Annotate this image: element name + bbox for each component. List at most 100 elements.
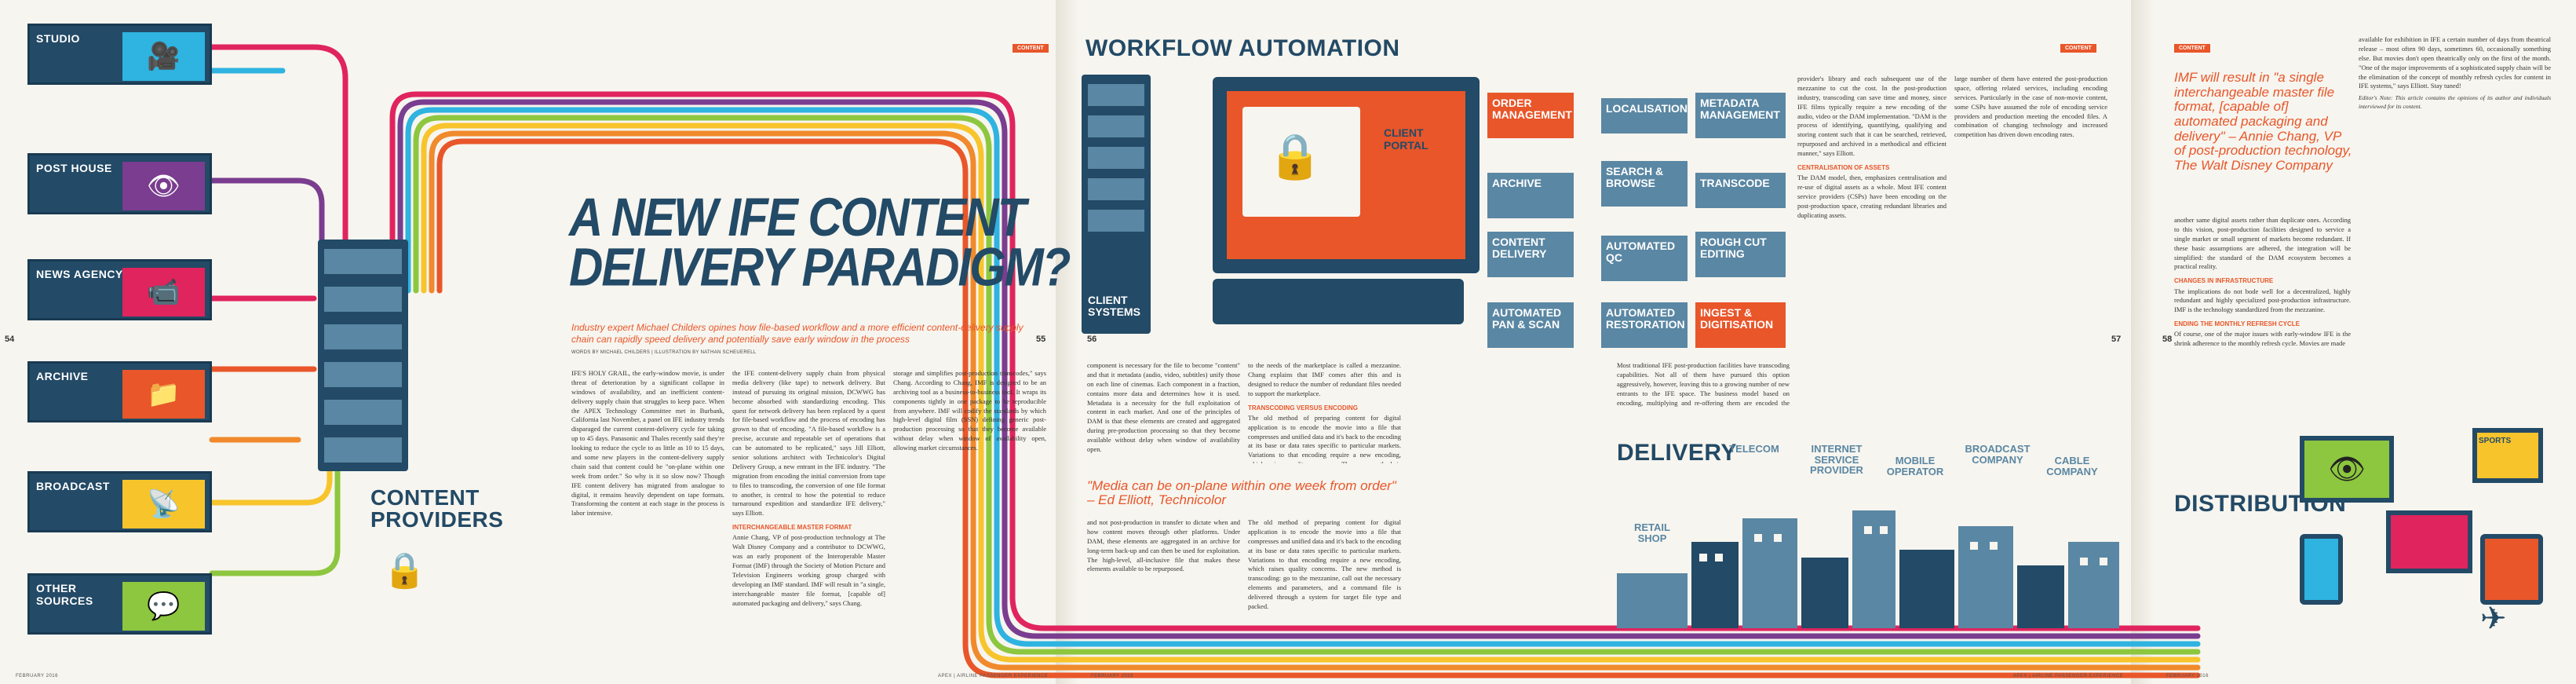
signal-icon: 📡 — [122, 480, 205, 529]
box-automated-restoration: AUTOMATED RESTORATION — [1601, 302, 1688, 348]
column-text: available for exhibition in IFE a certai… — [2359, 35, 2551, 90]
column-text: the IFE content-delivery supply chain fr… — [732, 369, 885, 518]
folder-icon: 📁 — [122, 370, 205, 419]
subhead: CENTRALISATION OF ASSETS — [1797, 164, 1890, 172]
column-text: Most traditional IFE post-production fac… — [1617, 361, 1790, 408]
article-headline: A NEW IFE CONTENT DELIVERY PARADIGM? — [569, 187, 1071, 298]
label-isp: INTERNET SERVICE PROVIDER — [1810, 443, 1863, 477]
page-number: 56 — [1087, 335, 1097, 344]
source-label: NEWS AGENCY — [36, 268, 123, 280]
tv-screen: 👁 — [2300, 436, 2394, 503]
article-column-6: provider's library and each subsequent u… — [1797, 75, 1947, 404]
box-rough-cut: ROUGH CUT EDITING — [1695, 232, 1786, 277]
label-telecom: TELECOM — [1729, 443, 1779, 455]
page-left — [0, 0, 1075, 684]
column-text: component is necessary for the file to b… — [1087, 361, 1240, 454]
column-text: The DAM model, then, emphasizes centrali… — [1797, 174, 1947, 219]
box-content-delivery: CONTENT DELIVERY — [1487, 232, 1574, 277]
airplane-icon: ✈ — [2480, 602, 2507, 636]
column-text: IFE'S HOLY GRAIL, the early-window movie… — [571, 369, 724, 518]
box-localisation: LOCALISATION — [1601, 98, 1688, 134]
lock-icon: 🔒 — [1268, 131, 1323, 181]
page-number: 54 — [5, 335, 15, 344]
page-number: 55 — [1036, 335, 1046, 344]
source-label: STUDIO — [36, 32, 80, 45]
footer-date: FEBRUARY 2016 — [2166, 674, 2209, 679]
source-archive: ARCHIVE 📁 — [27, 361, 212, 422]
pull-quote-elliott: "Media can be on-plane within one week f… — [1087, 478, 1396, 507]
article-column-7: large number of them have entered the po… — [1954, 75, 2107, 404]
client-portal-label: CLIENT PORTAL — [1384, 126, 1428, 152]
pipe-blue — [209, 68, 1589, 647]
column-text: provider's library and each subsequent u… — [1797, 75, 1947, 158]
source-broadcast: BROADCAST 📡 — [27, 471, 212, 532]
monitor-screen — [2386, 510, 2472, 573]
client-systems-label: CLIENT SYSTEMS — [1088, 294, 1140, 318]
column-text: and not post-production in transfer to d… — [1087, 518, 1240, 573]
subhead: ENDING THE MONTHLY REFRESH CYCLE — [2174, 320, 2301, 328]
article-column-5: to the needs of the marketplace is calle… — [1248, 361, 1401, 463]
source-label: BROADCAST — [36, 480, 110, 492]
box-search-browse: SEARCH & BROWSE — [1601, 161, 1688, 207]
sports-screen: SPORTS — [2472, 428, 2543, 483]
section-tag: CONTENT — [1013, 44, 1049, 53]
city-skyline — [1617, 510, 2119, 628]
subhead: INTERCHANGEABLE MASTER FORMAT — [732, 524, 852, 532]
label-retail: RETAIL SHOP — [1634, 521, 1670, 544]
source-label: ARCHIVE — [36, 370, 89, 382]
pipe-purple — [209, 99, 1589, 639]
article-column-9: another same digital assets rather than … — [2174, 216, 2351, 475]
box-order-management: ORDER MANAGEMENT — [1487, 93, 1574, 138]
tablet-screen — [2480, 534, 2543, 605]
camera-icon: 🎥 — [122, 32, 205, 81]
pull-quote-chang: IMF will result in "a single interchange… — [2174, 70, 2352, 174]
sports-label: SPORTS — [2479, 437, 2512, 445]
subhead: TRANSCODING VERSUS ENCODING — [1248, 404, 1359, 411]
footer-date: FEBRUARY 2016 — [16, 674, 58, 679]
label-cable: CABLE COMPANY — [2046, 455, 2098, 477]
column-text: The old method of preparing content for … — [1248, 413, 1401, 463]
source-post-house: POST HOUSE 👁 — [27, 153, 212, 214]
column-text: Of course, one of the major issues with … — [2174, 330, 2351, 348]
pipe-orange — [209, 138, 1589, 679]
label-broadcast: BROADCAST COMPANY — [1965, 443, 2031, 466]
column-text: another same digital assets rather than … — [2174, 216, 2351, 271]
column-text: Annie Chang, VP of post-production techn… — [732, 533, 885, 607]
source-other: OTHER SOURCES 💬 — [27, 573, 212, 635]
box-archive: ARCHIVE — [1487, 173, 1574, 218]
box-pan-scan: AUTOMATED PAN & SCAN — [1487, 302, 1574, 348]
page-number: 57 — [2111, 335, 2122, 344]
footer-date: FEBRUARY 2016 — [1091, 674, 1133, 679]
gutter-1 — [1056, 0, 1079, 684]
subhead: CHANGES IN INFRASTRUCTURE — [2174, 277, 2274, 285]
chat-icon: 💬 — [122, 582, 205, 631]
gutter-2 — [2131, 0, 2155, 684]
article-column-2: the IFE content-delivery supply chain fr… — [732, 369, 885, 675]
eye-icon: 👁 — [122, 162, 205, 210]
section-tag: CONTENT — [2060, 44, 2096, 53]
article-column-8: Most traditional IFE post-production fac… — [1617, 361, 1790, 408]
server-rack-providers — [318, 240, 408, 471]
delivery-title: DELIVERY — [1617, 440, 1737, 466]
eye-icon: 👁 — [2304, 441, 2389, 498]
video-camera-icon: 📹 — [122, 268, 205, 316]
pipe-green — [209, 115, 1589, 655]
server-rack-client: CLIENT SYSTEMS — [1082, 75, 1151, 334]
article-column-4b: and not post-production in transfer to d… — [1087, 518, 1240, 671]
article-column-5b: The old method of preparing content for … — [1248, 518, 1401, 671]
article-column-10: available for exhibition in IFE a certai… — [2359, 35, 2551, 365]
page-number: 58 — [2162, 335, 2173, 344]
lock-icon: 🔒 — [383, 551, 426, 590]
footer-pub: APEX | AIRLINE PASSENGER EXPERIENCE — [2013, 674, 2124, 679]
keyboard — [1213, 279, 1464, 324]
article-column-1: IFE'S HOLY GRAIL, the early-window movie… — [571, 369, 724, 675]
article-byline: WORDS BY MICHAEL CHILDERS | ILLUSTRATION… — [571, 350, 757, 355]
column-text: The implications do not bode well for a … — [2174, 287, 2351, 314]
pipe-orange-light — [209, 130, 1589, 671]
box-ingest: INGEST & DIGITISATION — [1695, 302, 1786, 348]
section-tag: CONTENT — [2174, 44, 2210, 53]
label-mobile: MOBILE OPERATOR — [1886, 455, 1944, 477]
article-column-4: component is necessary for the file to b… — [1087, 361, 1240, 671]
column-text: The old method of preparing content for … — [1248, 518, 1401, 611]
